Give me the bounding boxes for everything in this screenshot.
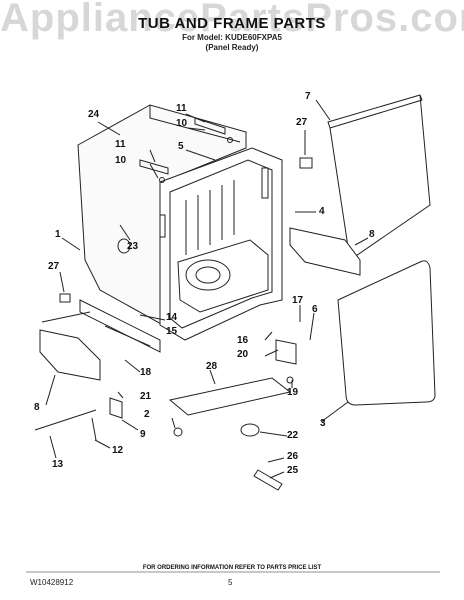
part-13-rod — [34, 409, 97, 431]
part-12-screw — [91, 417, 97, 441]
panel-subtitle: (Panel Ready) — [205, 43, 259, 52]
tub-inner-opening — [169, 159, 273, 329]
part-8-block-left — [39, 329, 101, 381]
callout-10-mid: 10 — [115, 155, 127, 166]
callout-8-right: 8 — [369, 229, 375, 240]
callout-15: 15 — [166, 326, 178, 337]
tub-side-port — [117, 238, 131, 254]
part-3-gasket — [337, 260, 436, 406]
callout-6: 6 — [312, 304, 318, 315]
top-bracket-rear — [194, 117, 226, 135]
part-22-valve — [240, 423, 260, 437]
part-28-plate — [168, 377, 292, 416]
callout-11-top: 11 — [176, 103, 187, 114]
document-number: W10428912 — [30, 578, 74, 587]
callout-17: 17 — [292, 295, 304, 306]
top-bracket-front — [139, 159, 169, 175]
watermark: AppliancePartsPros.com — [0, 0, 464, 40]
part-8-block-right — [289, 227, 361, 276]
callout-23: 23 — [127, 241, 139, 252]
part-27-clip — [299, 157, 313, 169]
part-27-left-clip — [59, 293, 71, 303]
callout-16: 16 — [237, 335, 249, 346]
tub-sump — [185, 259, 231, 291]
tub-floor — [177, 239, 269, 313]
callout-11-mid: 11 — [115, 139, 126, 150]
callout-28: 28 — [206, 361, 218, 372]
callout-20: 20 — [237, 349, 249, 360]
callout-3: 3 — [320, 418, 326, 429]
callout-1: 1 — [55, 229, 61, 240]
tub-top-edge — [149, 105, 241, 143]
callout-26: 26 — [287, 451, 299, 462]
page-number: 5 — [228, 578, 233, 587]
callout-22: 22 — [287, 430, 299, 441]
frame-right-slot — [261, 167, 269, 199]
callout-13: 13 — [52, 459, 64, 470]
callout-5: 5 — [178, 141, 184, 152]
callout-21: 21 — [140, 391, 152, 402]
callout-8-left: 8 — [34, 402, 40, 413]
tub-front-frame — [159, 147, 283, 341]
callout-25: 25 — [287, 465, 299, 476]
tub-sump-inner — [195, 266, 221, 284]
callout-9: 9 — [140, 429, 146, 440]
callout-7: 7 — [305, 91, 311, 102]
ordering-footer-note: FOR ORDERING INFORMATION REFER TO PARTS … — [142, 565, 322, 571]
part-14-rail — [79, 299, 161, 353]
frame-left-slot — [159, 214, 166, 238]
callout-4: 4 — [319, 206, 325, 217]
part-25-bracket — [253, 469, 283, 491]
page-title: TUB AND FRAME PARTS — [138, 15, 326, 32]
callout-18: 18 — [140, 367, 152, 378]
callout-2: 2 — [144, 409, 150, 420]
callout-19: 19 — [287, 387, 299, 398]
callout-24: 24 — [88, 109, 100, 120]
model-subtitle: For Model: KUDE60FXPA5 — [182, 33, 282, 42]
callout-27-left: 27 — [48, 261, 60, 272]
part-9-clamp — [109, 397, 123, 419]
callout-10-top: 10 — [176, 118, 188, 129]
callout-12: 12 — [112, 445, 124, 456]
part-20-bracket — [275, 339, 297, 365]
callout-27-right: 27 — [296, 117, 308, 128]
part-7-strip — [327, 94, 423, 129]
callout-14: 14 — [166, 312, 178, 323]
